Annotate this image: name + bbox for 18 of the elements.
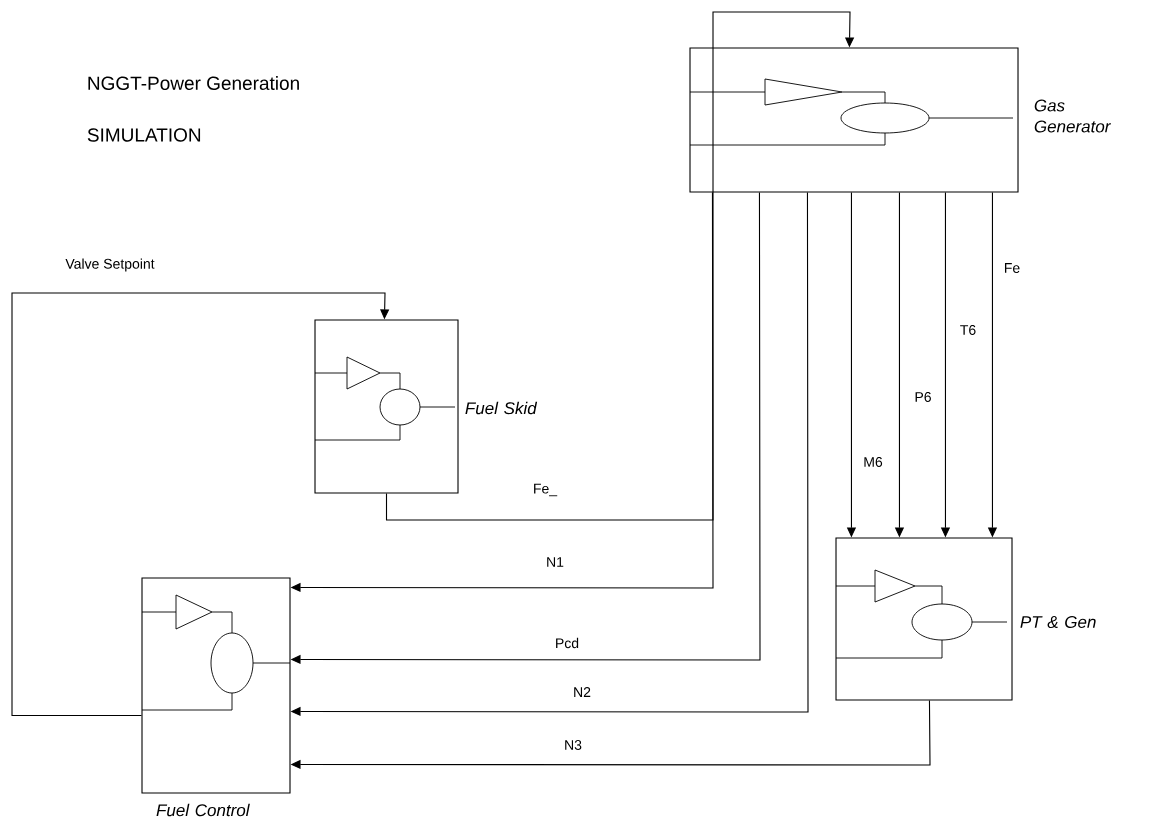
edge-label: N2 (574, 687, 591, 697)
block-label: Fuel Control (156, 803, 250, 817)
edge-label: M6 (864, 457, 883, 467)
edge-label: N3 (565, 740, 582, 750)
subtitle: SIMULATION (87, 128, 201, 142)
edge-label: Pcd (556, 637, 579, 649)
edge-label: N1 (547, 557, 564, 567)
block-label: Gas Generator (1034, 99, 1111, 133)
block-label: Fuel Skid (465, 401, 538, 415)
arrow (11, 292, 390, 717)
edge-label: P6 (915, 392, 931, 402)
edge-label: Fe_ (534, 483, 558, 497)
block-label: PT & Gen (1020, 616, 1096, 629)
edge-label: Fe (1005, 263, 1020, 273)
diagram-title: NGGT-Power Generation (88, 76, 299, 90)
edge-label: T6 (960, 325, 976, 335)
arrow (385, 11, 855, 521)
edge-label: Valve Setpoint (65, 258, 155, 272)
